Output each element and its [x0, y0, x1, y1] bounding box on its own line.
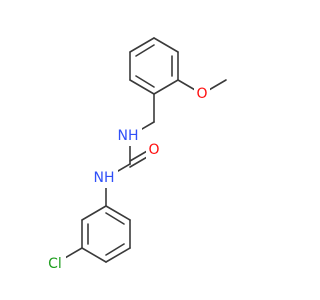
atom-label-chlorine: Cl — [44, 254, 66, 274]
oxygen-label: O — [148, 142, 159, 158]
upper-benzene-ring — [129, 37, 179, 95]
double-bond-inner — [105, 212, 125, 225]
atom-label-nh-lower: NH — [92, 168, 118, 188]
bond — [153, 37, 179, 53]
bond — [129, 37, 155, 53]
bond — [81, 205, 107, 221]
bond — [105, 205, 131, 221]
double-bond-inner — [135, 44, 155, 57]
nitrogen-label: NH — [118, 128, 139, 144]
bond — [81, 247, 107, 263]
chemical-structure-diagram: O NH O NH Cl — [44, 37, 227, 274]
chlorine-label: Cl — [48, 256, 62, 272]
atom-label-carbonyl-oxygen: O — [146, 140, 162, 160]
atom-label-methoxy-oxygen: O — [194, 84, 210, 104]
double-bond-inner — [105, 243, 125, 256]
oxygen-label: O — [196, 86, 207, 102]
atom-label-nh-upper: NH — [116, 126, 142, 146]
bond — [129, 79, 155, 95]
double-bond-inner — [135, 75, 155, 88]
bond — [153, 79, 179, 95]
bond — [105, 247, 131, 263]
lower-benzene-ring — [81, 205, 131, 263]
nitrogen-label: NH — [94, 170, 115, 186]
